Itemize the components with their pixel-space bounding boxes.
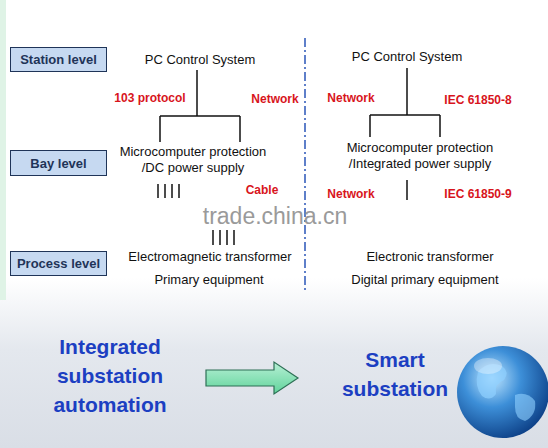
stage-label: Integrated substation automation xyxy=(40,333,180,420)
device-label: Microcomputer protection /DC power suppl… xyxy=(109,144,277,177)
level-box: Bay level xyxy=(10,150,107,176)
device-label: Digital primary equipment xyxy=(351,272,498,288)
watermark: trade.china.cn xyxy=(203,202,347,231)
protocol-label: 103 protocol xyxy=(114,91,185,106)
level-box: Process level xyxy=(10,251,107,276)
device-label: Primary equipment xyxy=(154,272,263,288)
level-label: Bay level xyxy=(30,156,86,171)
level-label: Process level xyxy=(17,256,100,271)
protocol-label: IEC 61850-9 xyxy=(444,187,511,202)
globe-icon xyxy=(457,346,548,438)
level-label: Station level xyxy=(20,52,97,67)
level-box: Station level xyxy=(10,47,107,72)
transition-arrow xyxy=(206,362,298,394)
protocol-label: IEC 61850-8 xyxy=(444,93,511,108)
device-label: Electromagnetic transformer xyxy=(128,249,291,265)
divider-line xyxy=(304,38,306,292)
system-label: PC Control System xyxy=(145,52,256,68)
protocol-label: Network xyxy=(251,92,298,107)
stage-label: Smart substation xyxy=(335,346,455,404)
device-label: Electronic transformer xyxy=(366,249,493,265)
protocol-label: Cable xyxy=(246,183,279,198)
right-bus xyxy=(370,68,440,200)
device-label: Microcomputer protection /Integrated pow… xyxy=(336,140,504,173)
system-label: PC Control System xyxy=(352,49,463,65)
protocol-label: Network xyxy=(327,91,374,106)
edge-tint xyxy=(0,0,6,300)
protocol-label: Network xyxy=(327,187,374,202)
